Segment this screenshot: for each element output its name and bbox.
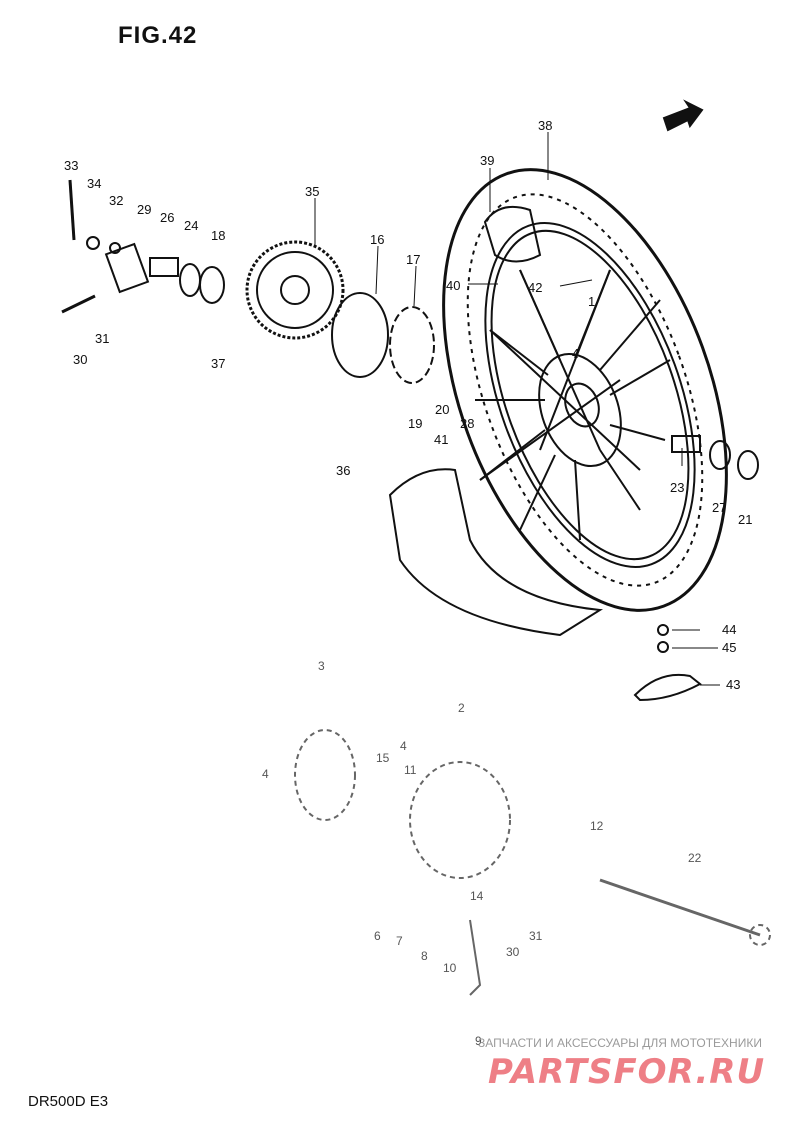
bearing-right xyxy=(199,266,225,304)
label-39: 39 xyxy=(480,153,494,168)
inner-tube-piece xyxy=(483,206,542,263)
label-h10: 10 xyxy=(443,961,457,975)
label-h8: 8 xyxy=(421,949,428,963)
label-21: 21 xyxy=(738,512,752,527)
label-1: 1 xyxy=(588,294,595,309)
brake-assembly xyxy=(294,729,771,996)
hub xyxy=(538,352,622,468)
label-42: 42 xyxy=(528,280,542,295)
label-45: 45 xyxy=(722,640,736,655)
washer xyxy=(109,242,121,254)
label-h4a: 4 xyxy=(262,767,269,781)
right-washer xyxy=(737,450,759,480)
label-43: 43 xyxy=(726,677,740,692)
label-24: 24 xyxy=(184,218,198,233)
label-27: 27 xyxy=(712,500,726,515)
label-h4b: 4 xyxy=(400,739,407,753)
label-23: 23 xyxy=(670,480,684,495)
right-bearing xyxy=(709,440,731,470)
label-h15: 15 xyxy=(376,751,390,765)
label-34: 34 xyxy=(87,176,101,191)
label-h12: 12 xyxy=(590,819,604,833)
label-40: 40 xyxy=(446,278,460,293)
label-37: 37 xyxy=(211,356,225,371)
label-h9: 9 xyxy=(475,1034,482,1048)
label-h31: 31 xyxy=(529,929,543,943)
label-h11: 11 xyxy=(404,763,417,777)
label-35: 35 xyxy=(305,184,319,199)
model-code: DR500D E3 xyxy=(28,1093,109,1110)
tire xyxy=(442,168,728,612)
label-28: 28 xyxy=(460,416,474,431)
label-19: 19 xyxy=(408,416,422,431)
axle-bolt xyxy=(68,179,76,241)
label-31: 31 xyxy=(95,331,109,346)
label-29: 29 xyxy=(137,202,151,217)
label-h7: 7 xyxy=(396,934,403,948)
sprocket xyxy=(245,240,345,340)
label-h2: 2 xyxy=(458,701,465,715)
nut xyxy=(86,236,100,250)
tire-section xyxy=(388,468,604,637)
label-4-wheel: 4 xyxy=(572,346,579,361)
label-18: 18 xyxy=(211,228,225,243)
label-h3: 3 xyxy=(318,659,325,673)
direction-arrow-icon xyxy=(662,99,704,132)
label-h22: 22 xyxy=(688,851,702,865)
watermark-tagline: ЗАПЧАСТИ И АКСЕССУАРЫ ДЛЯ МОТОТЕХНИКИ xyxy=(478,1036,762,1050)
spokes xyxy=(475,269,671,541)
sprocket-drum xyxy=(331,292,389,378)
cush-damper xyxy=(389,306,435,384)
watermark-brand: PARTSFOR.RU xyxy=(488,1052,766,1092)
label-30: 30 xyxy=(73,352,87,367)
spacer xyxy=(149,257,179,277)
label-33: 33 xyxy=(64,158,78,173)
label-h6: 6 xyxy=(374,929,381,943)
label-41: 41 xyxy=(434,432,448,447)
label-38: 38 xyxy=(538,118,552,133)
label-20: 20 xyxy=(435,402,449,417)
label-h30: 30 xyxy=(506,945,520,959)
leader-lines xyxy=(314,132,720,686)
label-17: 17 xyxy=(406,252,420,267)
valve-cap xyxy=(657,624,669,636)
rim-band xyxy=(633,673,702,702)
label-44: 44 xyxy=(722,622,736,637)
rim xyxy=(484,222,696,568)
label-32: 32 xyxy=(109,193,123,208)
label-26: 26 xyxy=(160,210,174,225)
label-16: 16 xyxy=(370,232,384,247)
bearing-left xyxy=(179,263,201,297)
label-h14: 14 xyxy=(470,889,484,903)
bolt xyxy=(61,294,96,314)
figure-title: FIG.42 xyxy=(118,22,198,49)
label-36: 36 xyxy=(336,463,350,478)
right-spacer xyxy=(671,435,701,453)
valve-nut xyxy=(657,641,669,653)
